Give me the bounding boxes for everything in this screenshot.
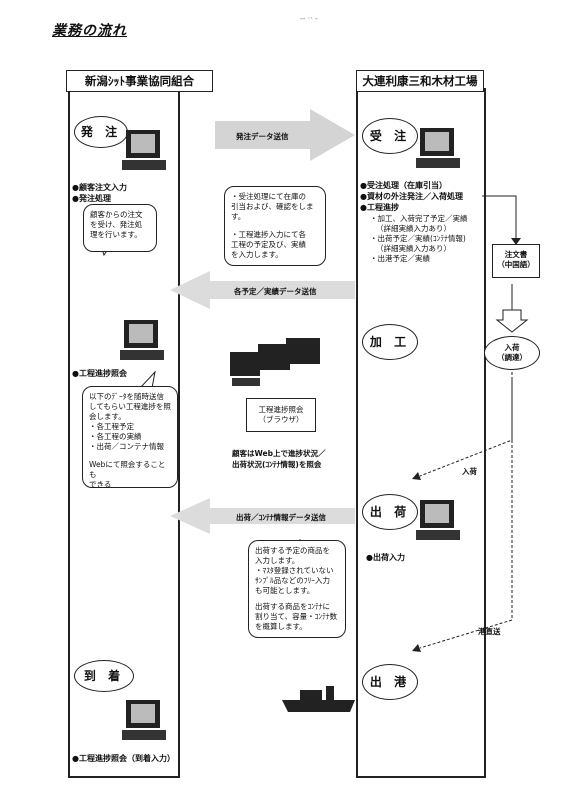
note-line: 顧客はWeb上で進捗状況／ — [232, 449, 326, 458]
left-column-header: 新潟ｼｯﾄ事業協同組合 — [66, 70, 213, 92]
bubble-line: を概算します。 — [255, 622, 307, 631]
bubble-line: 引当および、確認をしま — [231, 202, 314, 211]
direct-line — [419, 380, 513, 649]
receive-items: ●受注処理（在庫引当） ●資材の外注発注／入荷処理 ●工程進捗 — [360, 180, 463, 213]
bubble-line: できる — [89, 480, 112, 489]
order-item: ●発注処理 — [72, 194, 111, 203]
bubble-line: Webにて照会することも — [89, 460, 166, 479]
arrow-ship-label: 出荷／ｺﾝﾃﾅ情報データ送信 — [236, 513, 326, 522]
bubble-line: 理を行います。 — [90, 230, 142, 239]
spacer — [231, 222, 319, 230]
bubble-line: も可能とします。 — [255, 586, 315, 595]
page-title: 業務の流れ — [52, 23, 127, 39]
bubble-line: 入力します。 — [255, 556, 300, 565]
order-doc-line — [482, 195, 517, 240]
receive-item: ●受注処理（在庫引当） — [360, 181, 447, 190]
browser-box: 工程進捗照会 （ブラウザ） — [246, 398, 316, 432]
receive-ellipse: 受 注 — [362, 118, 418, 154]
bubble-line: を入力します。 — [231, 250, 283, 259]
incoming-sub: （調達） — [497, 353, 527, 362]
sub-item: ・加工、入荷完了予定／実績 — [370, 214, 468, 223]
receive-bubble: ・受注処理にて在庫の 引当および、確認をしま す。 ・工程進捗入力にて各 工程の… — [224, 186, 326, 266]
port-ellipse: 出 港 — [362, 664, 418, 700]
doc-title: 注文書 — [504, 250, 528, 259]
sub-item: ・出港予定／実績 — [370, 254, 430, 263]
bubble-line: ｻﾝﾌﾟﾙ品などのﾌﾘｰ入力 — [255, 576, 330, 585]
incoming-ellipse: 入荷 （調達） — [484, 336, 540, 370]
note-line: 出荷状況(ｺﾝﾃﾅ情報)を照会 — [232, 460, 322, 469]
order-ellipse: 発 注 — [74, 116, 128, 148]
bubble-line: ・ﾏｽﾀ登録されていない — [255, 566, 334, 575]
browser-subtitle: （ブラウザ） — [258, 415, 304, 424]
arrival-item: ●工程進捗照会（到着入力） — [72, 754, 175, 763]
sub-item: （詳細実績入力あり） — [376, 224, 451, 233]
bubble-line: 工程の予定及び、実績 — [231, 240, 306, 249]
computer-icon — [118, 318, 166, 364]
bubble-line: してもらい工程進捗を照 — [89, 402, 171, 411]
bubble-line: ・出荷／コンテナ情報 — [89, 442, 164, 451]
ship-icon — [282, 686, 355, 712]
arrow-status-label: 各予定／実績データ送信 — [234, 287, 317, 296]
down-arrow — [495, 309, 529, 333]
browser-title: 工程進捗照会 — [258, 405, 304, 414]
order-items: ●顧客注文入力 ●発注処理 — [72, 182, 127, 204]
receive-item: ●工程進捗 — [360, 203, 399, 212]
doc-subtitle: （中国語） — [497, 260, 535, 269]
computer-icon — [120, 128, 168, 174]
right-column-header: 大連利康三和木材工場 — [356, 70, 484, 92]
order-item: ●顧客注文入力 — [72, 183, 127, 192]
arrival-ellipse: 到 着 — [74, 660, 134, 692]
receive-subitems: ・加工、入荷完了予定／実績 （詳細実績入力あり） ・出荷予定／実績(ｺﾝﾃﾅ情報… — [370, 214, 468, 264]
incoming-label: 入荷 — [504, 343, 520, 352]
label-direct: 港直送 — [478, 627, 501, 636]
spacer — [89, 452, 171, 460]
sub-item: （詳細実績入力あり） — [376, 244, 451, 253]
incoming-line — [419, 372, 513, 477]
arrow-order-label: 発注データ送信 — [236, 132, 289, 141]
ship-ellipse: 出 荷 — [362, 494, 418, 530]
progress-item: ●工程進捗照会 — [72, 369, 127, 378]
ship-bubble: 出荷する予定の商品を 入力します。 ・ﾏｽﾀ登録されていない ｻﾝﾌﾟﾙ品などの… — [248, 540, 346, 638]
process-ellipse: 加 工 — [362, 324, 418, 360]
bubble-line: す。 — [231, 212, 246, 221]
bubble-line: 以下のﾃﾞｰﾀを随時送信 — [89, 392, 164, 401]
arrow-order-send — [215, 109, 355, 161]
receive-item: ●資材の外注発注／入荷処理 — [360, 192, 463, 201]
ship-item: ●出荷入力 — [366, 553, 405, 562]
bubble-line: ・各工程予定 — [89, 422, 134, 431]
bubble-line: 出荷する商品をｺﾝﾃﾅに — [255, 602, 330, 611]
bubble-line: を受け、発注処 — [90, 220, 143, 229]
label-incoming: 入荷 — [462, 467, 477, 476]
bubble-line: ・各工程の実績 — [89, 432, 142, 441]
computer-icon — [414, 126, 462, 172]
browser-note: 顧客はWeb上で進捗状況／ 出荷状況(ｺﾝﾃﾅ情報)を照会 — [232, 448, 325, 470]
bubble-line: 会します。 — [89, 412, 126, 421]
bubble-line: 出荷する予定の商品を — [255, 546, 330, 555]
computer-icon — [120, 698, 168, 744]
header-marks: -- ·· - — [300, 14, 318, 23]
order-bubble: 顧客からの注文 を受け、発注処 理を行います。 — [83, 204, 157, 252]
bubble-line: 顧客からの注文 — [90, 210, 143, 219]
computer-icon — [414, 498, 462, 544]
bubble-line: ・工程進捗入力にて各 — [231, 230, 306, 239]
computer-group-icon — [228, 338, 324, 398]
arrow-ship-send — [170, 498, 355, 534]
arrow-status-send — [170, 271, 355, 309]
order-doc-box: 注文書 （中国語） — [492, 244, 540, 278]
progress-bubble: 以下のﾃﾞｰﾀを随時送信 してもらい工程進捗を照 会します。 ・各工程予定 ・各… — [82, 386, 178, 489]
bubble-line: ・受注処理にて在庫の — [231, 192, 306, 201]
sub-item: ・出荷予定／実績(ｺﾝﾃﾅ情報) — [370, 234, 466, 243]
bubble-line: 割り当て、容量・ｺﾝﾃﾅ数 — [255, 612, 338, 621]
right-column — [356, 88, 486, 778]
